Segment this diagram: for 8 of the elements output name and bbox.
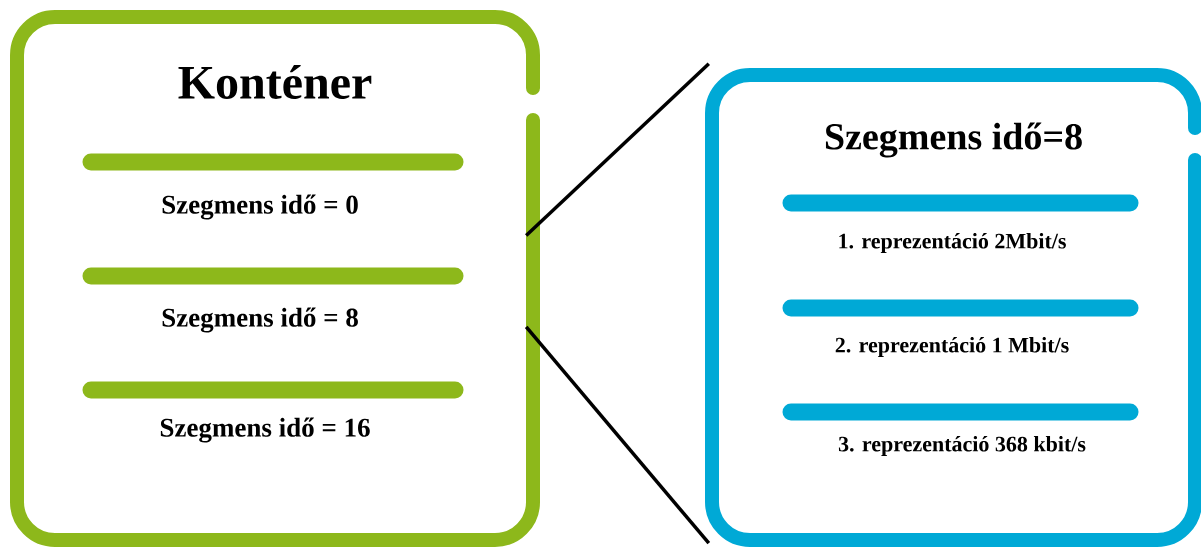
segment-item: 3. reprezentáció 368 kbit/s (782, 403, 1139, 456)
zoom-line (525, 62, 710, 237)
segment-item: Szegmens idő = 8 (82, 267, 464, 333)
segment-item: Szegmens idő = 0 (82, 153, 464, 220)
segment-item: 1. reprezentáció 2Mbit/s (782, 194, 1139, 253)
segment-item: 2. reprezentáció 1 Mbit/s (782, 299, 1139, 357)
zoom-line (524, 325, 711, 545)
segment-item: Szegmens idő = 16 (82, 381, 464, 443)
